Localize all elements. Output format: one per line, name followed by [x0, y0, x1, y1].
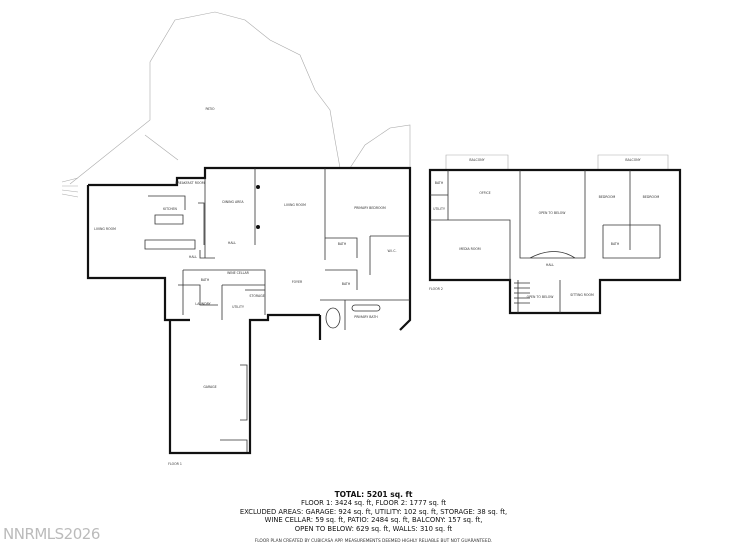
floor1-label: FLOOR 1 [168, 462, 182, 466]
room-label-garage: GARAGE [203, 385, 216, 389]
room-label-primary-bedroom: PRIMARY BEDROOM [354, 206, 386, 210]
room-label-primary-bath: PRIMARY BATH [354, 315, 378, 319]
floor2-balconies [445, 154, 669, 170]
room-label-hall-lower: HALL [189, 255, 197, 259]
room-label-bath-f2: BATH [435, 181, 444, 185]
kitchen-counters [144, 195, 205, 250]
room-label-patio: PATIO [205, 107, 215, 111]
floor1-exterior-walls [86, 166, 412, 455]
floor2-interior-walls [430, 170, 661, 313]
room-label-wic: W.I.C. [388, 249, 397, 253]
excluded-areas-1: EXCLUDED AREAS: GARAGE: 924 sq. ft, UTIL… [239, 507, 508, 516]
room-label-wine-cellar: WINE CELLAR [227, 271, 250, 275]
bath-vanity [351, 304, 381, 312]
room-label-open-to-below-2: OPEN TO BELOW [527, 295, 555, 299]
floor2-label: FLOOR 2 [429, 287, 443, 291]
room-label-hall-f2: HALL [546, 263, 554, 267]
room-label-balcony-2: BALCONY [625, 158, 640, 162]
room-label-laundry: LAUNDRY [195, 302, 210, 306]
room-label-bath-primary-1: BATH [338, 242, 347, 246]
area-summary: TOTAL: 5201 sq. ft FLOOR 1: 3424 sq. ft,… [0, 490, 747, 544]
patio-stairs [61, 177, 79, 198]
excluded-areas-2: WINE CELLAR: 59 sq. ft, PATIO: 2484 sq. … [264, 516, 483, 525]
room-label-media-room: MEDIA ROOM [459, 247, 481, 251]
disclaimer: FLOOR PLAN CREATED BY CUBICASA APP. MEAS… [254, 539, 493, 545]
floor1-interior-walls [178, 168, 410, 330]
room-label-bath-2-f2: BATH [611, 242, 620, 246]
room-label-storage: STORAGE [249, 294, 264, 298]
room-label-hall-main: HALL [228, 241, 236, 245]
room-label-breakfast-room: BREAKFAST ROOM [175, 181, 205, 185]
room-label-foyer: FOYER [292, 280, 303, 284]
room-label-sitting-room: SITTING ROOM [570, 293, 594, 297]
patio-outline [69, 11, 411, 185]
room-label-living-room-west: LIVING ROOM [94, 227, 116, 231]
watermark: NNRMLS2026 [3, 525, 100, 543]
room-label-utility-f2: UTILITY [433, 207, 445, 211]
room-label-dining-area: DINING AREA [222, 200, 244, 204]
floor-areas: FLOOR 1: 3424 sq. ft, FLOOR 2: 1777 sq. … [300, 499, 447, 507]
room-label-bedroom-2: BEDROOM [643, 195, 660, 199]
floor2-stairs [514, 282, 530, 304]
room-label-living-room: LIVING ROOM [284, 203, 306, 207]
floor2-exterior-walls [428, 168, 682, 315]
room-label-kitchen: KITCHEN [163, 207, 177, 211]
column [256, 225, 260, 229]
room-label-office: OFFICE [479, 191, 490, 195]
excluded-areas-3: OPEN TO BELOW: 629 sq. ft, WALLS: 310 sq… [294, 524, 453, 533]
column [256, 185, 260, 189]
room-label-bedroom-1: BEDROOM [599, 195, 616, 199]
room-label-utility: UTILITY [232, 305, 244, 309]
room-label-open-to-below-1: OPEN TO BELOW [539, 211, 567, 215]
room-label-balcony-1: BALCONY [469, 158, 484, 162]
bathtub [325, 307, 341, 329]
room-label-bath-primary-2: BATH [342, 282, 351, 286]
garage-shelving [220, 364, 248, 452]
total-area: TOTAL: 5201 sq. ft [334, 490, 413, 499]
room-label-bath-hall: BATH [201, 278, 210, 282]
